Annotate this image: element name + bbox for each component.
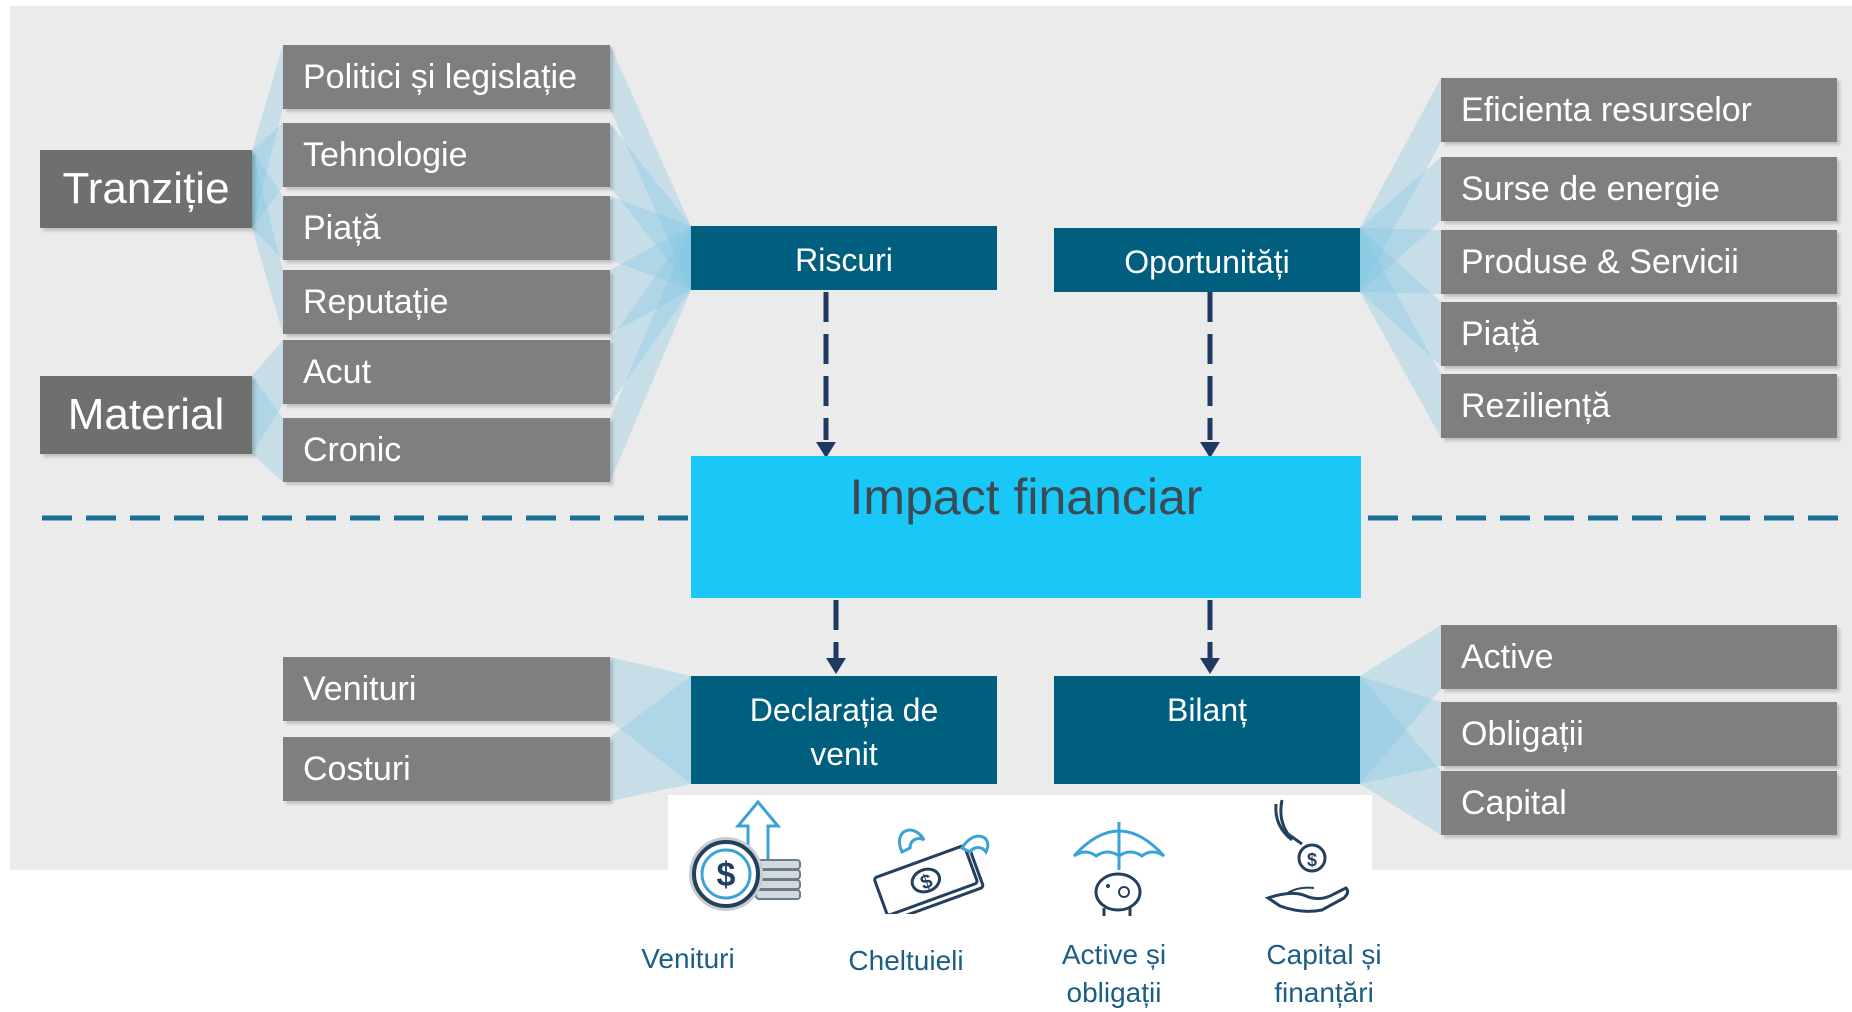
arrowhead-riscuri: [816, 442, 836, 458]
hub-riscuri: Riscuri: [691, 226, 997, 290]
fan-tranzitie-3: [252, 150, 283, 334]
category-tranzitie: Tranziție: [40, 150, 252, 228]
category-material: Material: [40, 376, 252, 454]
risk-driver-tehnologie: Tehnologie: [283, 123, 610, 187]
income-item-costuri: Costuri: [283, 737, 610, 801]
svg-text:$: $: [1307, 850, 1317, 870]
hub-declaratia-de-venit: Declarația de venit: [691, 676, 997, 784]
opportunity-driver-eficienta: Eficienta resurselor: [1441, 78, 1837, 142]
caption-capital-si-finantari: Capital și finanțări: [1266, 939, 1382, 1008]
fan-balance-1: [1360, 676, 1441, 784]
fan-tranzitie-1: [252, 123, 283, 228]
arrowhead-declaratia: [826, 658, 846, 674]
fan-opportunity-4: [1360, 228, 1441, 438]
fan-opportunity-2: [1360, 228, 1441, 294]
opportunity-driver-produse: Produse & Servicii: [1441, 230, 1837, 294]
fan-risk-driver-5: [610, 226, 691, 482]
opportunity-driver-surse: Surse de energie: [1441, 157, 1837, 221]
fan-material-0: [252, 340, 283, 454]
fan-risk-driver-1: [610, 123, 691, 290]
risk-driver-cronic: Cronic: [283, 418, 610, 482]
fan-balance-0: [1360, 625, 1441, 784]
fan-opportunity-1: [1360, 157, 1441, 292]
caption-cheltuieli: Cheltuieli: [848, 945, 964, 976]
fan-risk-driver-2: [610, 196, 691, 290]
flying-money-icon: $: [873, 828, 990, 914]
balance-item-obligatii: Obligații: [1441, 702, 1837, 766]
hub-oportunitati: Oportunități: [1054, 228, 1360, 292]
fan-opportunity-0: [1360, 78, 1441, 292]
opportunity-driver-piata: Piață: [1441, 302, 1837, 366]
balance-item-active: Active: [1441, 625, 1837, 689]
fan-tranzitie-2: [252, 150, 283, 260]
fan-risk-driver-3: [610, 226, 691, 334]
risk-driver-acut: Acut: [283, 340, 610, 404]
opportunity-driver-rezilienta: Reziliență: [1441, 374, 1837, 438]
fan-balance-2: [1360, 676, 1441, 835]
fan-risk-driver-0: [610, 45, 691, 290]
balance-item-capital: Capital: [1441, 771, 1837, 835]
hand-coin-icon: $: [1264, 799, 1350, 913]
risk-driver-politici: Politici și legislație: [283, 45, 610, 109]
risk-driver-piata: Piață: [283, 196, 610, 260]
caption-active-si-obligatii: Active și obligații: [1061, 939, 1167, 1008]
umbrella-piggy-bank-icon: [1072, 822, 1166, 916]
arrowhead-oportunitati: [1200, 442, 1220, 458]
arrowhead-bilant: [1200, 658, 1220, 674]
fan-tranzitie-0: [252, 45, 283, 228]
revenue-coin-arrow-icon: $: [689, 799, 801, 911]
fan-income-0: [610, 657, 691, 784]
fan-opportunity-3: [1360, 228, 1441, 366]
hub-bilant: Bilanț: [1054, 676, 1360, 784]
fan-connectors: [252, 45, 1441, 835]
impact-financiar-box: Impact financiar: [691, 456, 1361, 598]
svg-text:$: $: [717, 856, 736, 894]
fan-material-1: [252, 376, 283, 482]
fan-risk-driver-4: [610, 226, 691, 404]
risk-driver-reputatie: Reputație: [283, 270, 610, 334]
fan-income-1: [610, 676, 691, 801]
caption-venituri: Venituri: [641, 943, 735, 974]
income-item-venituri: Venituri: [283, 657, 610, 721]
